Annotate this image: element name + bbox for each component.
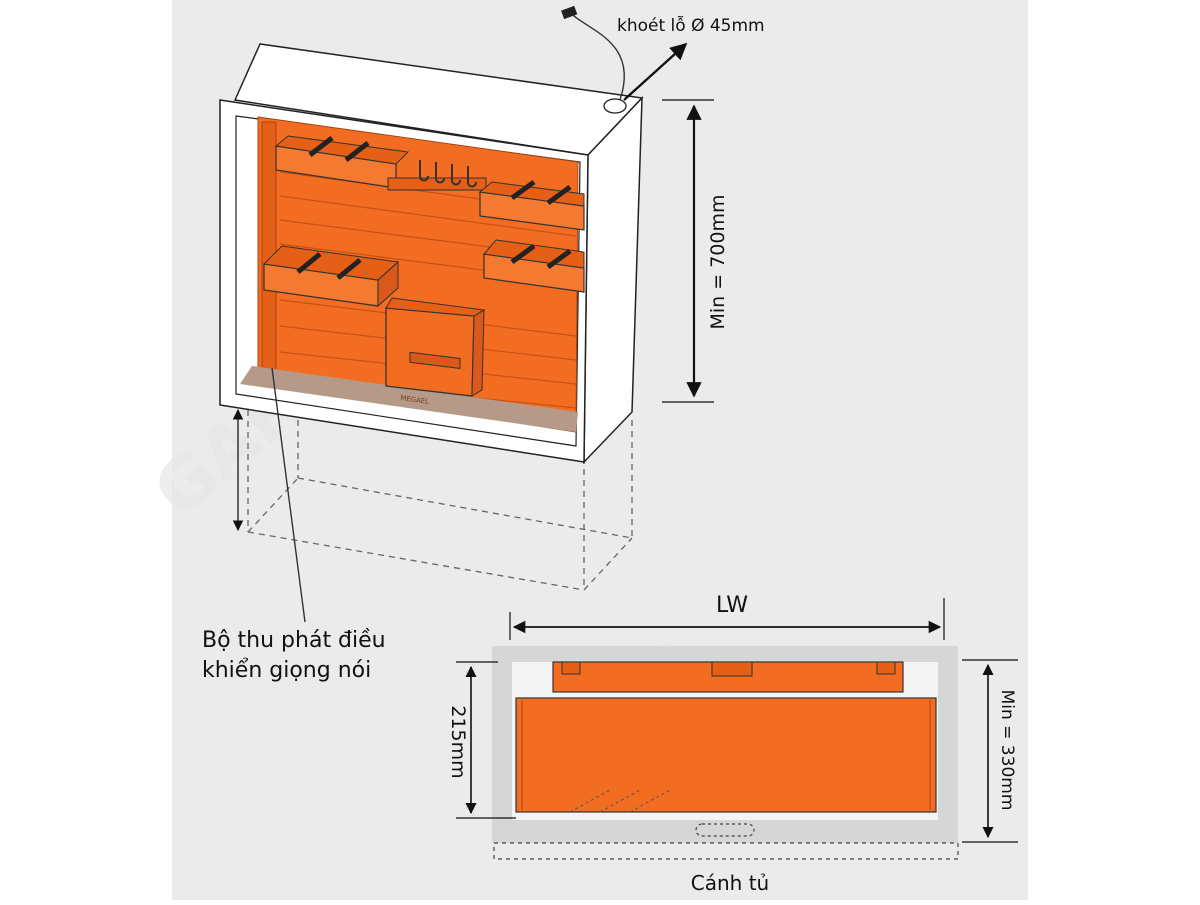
hole-arrow [623, 42, 688, 101]
basket-lower-left [262, 245, 400, 308]
basket-upper-left [274, 135, 410, 189]
min-height-label: Min = 700mm [707, 195, 729, 330]
width-label: LW [716, 593, 748, 618]
cabinet-3d: MEGAEL [219, 5, 688, 591]
top-view [456, 598, 1018, 860]
inner-depth-label: 215mm [447, 705, 469, 778]
cable-plug [561, 5, 578, 20]
hole-label: khoét lỗ Ø 45mm [617, 15, 765, 36]
pullout-unit-top [515, 697, 937, 813]
receiver-label-line2: khiển giọng nói [202, 658, 371, 683]
motion-hints [569, 789, 671, 813]
height-dimension [662, 99, 714, 403]
left-post [261, 121, 277, 385]
door-outline [493, 842, 959, 860]
power-cable [569, 11, 625, 101]
min-depth-label: Min = 330mm [997, 690, 1017, 811]
brand-label: MEGAEL [400, 394, 430, 406]
center-bin [385, 297, 486, 397]
door-label: Cánh tủ [691, 871, 769, 895]
cable-hole [603, 98, 627, 114]
receiver-label-line1: Bộ thu phát điều [202, 628, 386, 653]
basket-lower-right [483, 239, 585, 293]
lower-cabinet-dashed [247, 410, 633, 591]
receiver-slot [695, 823, 755, 837]
cabinet-floor [240, 366, 578, 432]
basket-upper-right [478, 179, 585, 231]
receiver-leader-line [271, 367, 306, 623]
hook-rail [387, 160, 487, 191]
